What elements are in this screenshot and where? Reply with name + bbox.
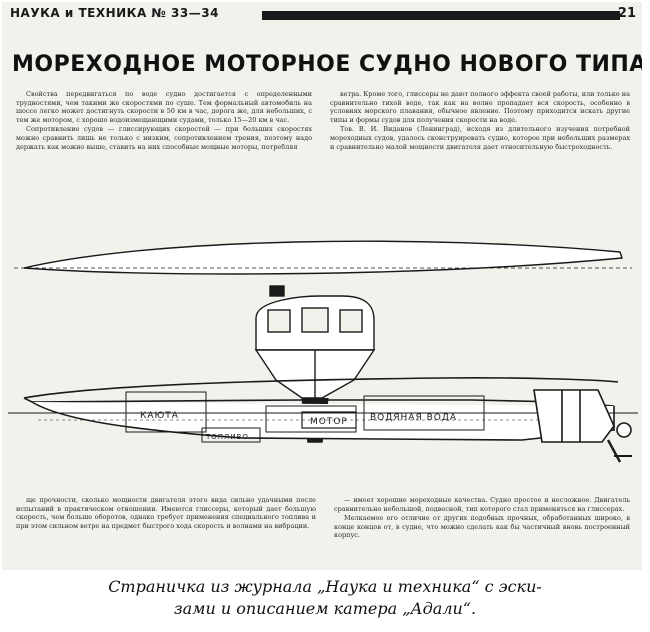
label-fuel: ТОПЛИВО [205, 433, 249, 441]
column-bottom-left: ще прочности, сколько мощности двигателя… [16, 496, 316, 566]
column-bottom-right: — имеет хорошие мореходные качества. Суд… [334, 496, 630, 566]
paragraph: ветра. Кроме того, глиссеры не дают полн… [330, 90, 630, 124]
boat-drawing: КАЮТА МОТОР ВОДЯНАЯ ВОДА ТОПЛИВО [2, 230, 642, 492]
paragraph: — имеет хорошие мореходные качества. Суд… [334, 496, 630, 513]
paragraph: ще прочности, сколько мощности двигателя… [16, 496, 316, 530]
paragraph: Свойства передвигаться по воде судно дос… [16, 90, 312, 124]
magazine-clipping: НАУКА и ТЕХНИКА № 33—34 21 МОРЕХОДНОЕ МО… [2, 2, 642, 570]
side-profile-view [8, 377, 638, 463]
paragraph: Тов. В. И. Виданов (Ленинград), исходя и… [330, 125, 630, 151]
figure-caption: Страничка из журнала „Наука и техника“ с… [0, 576, 650, 620]
header-rule [262, 11, 620, 20]
page-number: 21 [617, 6, 636, 21]
caption-line-1: Страничка из журнала „Наука и техника“ с… [108, 577, 542, 596]
column-top-right: ветра. Кроме того, глиссеры не дают полн… [330, 90, 630, 212]
caption-line-2: зами и описанием катера „Адали“. [173, 599, 477, 618]
running-head: НАУКА и ТЕХНИКА № 33—34 21 [10, 6, 636, 22]
deck-plan-view [14, 240, 632, 275]
journal-name: НАУКА и ТЕХНИКА № 33—34 [10, 6, 219, 20]
paragraph: Мелкаемое его отличие от других подобных… [334, 514, 630, 540]
label-ballast: ВОДЯНАЯ ВОДА [370, 413, 457, 423]
column-top-left: Свойства передвигаться по воде судно дос… [16, 90, 312, 212]
paragraph: Сопротивление судов — глиссирующих скоро… [16, 125, 312, 151]
label-cabin: КАЮТА [140, 411, 179, 421]
cross-section-view [254, 285, 376, 443]
article-title: МОРЕХОДНОЕ МОТОРНОЕ СУДНО НОВОГО ТИПА [12, 52, 642, 77]
label-engine: МОТОР [310, 417, 348, 427]
